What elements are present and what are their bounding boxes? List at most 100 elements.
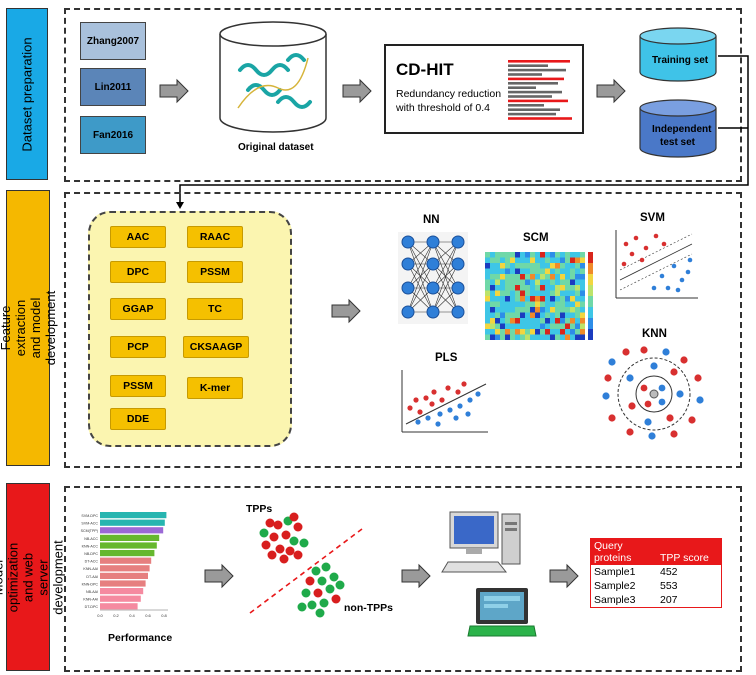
heatmap-cell xyxy=(550,323,555,329)
svm-point-red xyxy=(661,241,667,247)
heatmap-cell xyxy=(515,301,520,307)
heatmap-cell xyxy=(535,290,540,296)
heatmap-cell xyxy=(570,274,575,280)
heatmap-cell xyxy=(550,257,555,263)
heatmap-cell xyxy=(570,318,575,324)
heatmap-cell xyxy=(535,252,540,258)
knn-neighbor xyxy=(644,400,652,408)
heatmap-cell xyxy=(555,329,560,335)
heatmap-cell xyxy=(510,318,515,324)
svm-plot-icon xyxy=(615,230,698,299)
performance-bar xyxy=(100,603,138,610)
feature-label: PCP xyxy=(127,341,149,353)
heatmap-cell xyxy=(490,274,495,280)
tpp-point xyxy=(281,530,291,540)
heatmap-cell xyxy=(535,323,540,329)
desktop-computer-icon xyxy=(441,511,521,573)
heatmap-cell xyxy=(570,334,575,340)
pls-point-blue xyxy=(447,407,453,413)
nn-node xyxy=(426,281,440,295)
heatmap-cell xyxy=(490,323,495,329)
heatmap-cell xyxy=(550,334,555,340)
heatmap-cell xyxy=(500,257,505,263)
heatmap-cell xyxy=(540,307,545,313)
heatmap-cell xyxy=(565,268,570,274)
heatmap-cell xyxy=(540,301,545,307)
performance-bar-label: KNN-AAI xyxy=(83,567,98,571)
heatmap-cell xyxy=(575,307,580,313)
heatmap-cell xyxy=(495,301,500,307)
dataset-doc-1-label: Zhang2007 xyxy=(86,35,140,47)
knn-point xyxy=(650,362,658,370)
heatmap-cell xyxy=(525,334,530,340)
heatmap-cell xyxy=(490,279,495,285)
heatmap-cell xyxy=(530,285,535,291)
heatmap-cell xyxy=(485,290,490,296)
heatmap-cell xyxy=(550,290,555,296)
heatmap-cell xyxy=(500,285,505,291)
heatmap-cell xyxy=(580,290,585,296)
heatmap-cell xyxy=(495,290,500,296)
heatmap-cell xyxy=(570,290,575,296)
heatmap-cell xyxy=(545,263,550,269)
tpp-point xyxy=(279,554,289,564)
tpp-point xyxy=(261,540,271,550)
tpp-point xyxy=(273,520,283,530)
heatmap-cell xyxy=(495,263,500,269)
heatmap-cell xyxy=(510,312,515,318)
knn-point xyxy=(626,428,634,436)
pls-point-red xyxy=(407,405,413,411)
performance-bar xyxy=(100,534,160,541)
tpp-point xyxy=(289,512,299,522)
heatmap-cell xyxy=(520,296,525,302)
heatmap-cell xyxy=(495,334,500,340)
heatmap-cell xyxy=(495,252,500,258)
heatmap-cell xyxy=(560,301,565,307)
heatmap-cell xyxy=(580,334,585,340)
heatmap-colorbar xyxy=(588,307,593,318)
heatmap-cell xyxy=(555,263,560,269)
heatmap-cell xyxy=(530,296,535,302)
heatmap-cell xyxy=(515,268,520,274)
heatmap-cell xyxy=(565,257,570,263)
heatmap-cell xyxy=(485,268,490,274)
heatmap-cell xyxy=(555,307,560,313)
connector-line xyxy=(176,55,749,209)
heatmap-cell xyxy=(545,296,550,302)
heatmap-cell xyxy=(505,290,510,296)
svm-point-blue xyxy=(679,277,685,283)
heatmap-cell xyxy=(520,329,525,335)
non-tpp-point xyxy=(297,602,307,612)
knn-point xyxy=(688,416,696,424)
scm-label: SCM xyxy=(523,232,549,244)
svm-point-red xyxy=(633,235,639,241)
heatmap-cell xyxy=(550,274,555,280)
heatmap-cell xyxy=(505,274,510,280)
performance-bar-label: SCM(TPP) xyxy=(81,529,98,533)
performance-bar xyxy=(100,512,167,519)
heatmap-cell xyxy=(505,312,510,318)
heatmap-cell xyxy=(505,329,510,335)
heatmap-cell xyxy=(525,252,530,258)
heatmap-colorbar xyxy=(588,285,593,296)
knn-point xyxy=(608,414,616,422)
heatmap-cell xyxy=(555,285,560,291)
pls-point-blue xyxy=(453,415,459,421)
heatmap-cell xyxy=(560,323,565,329)
heatmap-cell xyxy=(495,268,500,274)
heatmap-cell xyxy=(540,257,545,263)
nn-node xyxy=(451,235,465,249)
heatmap-cell xyxy=(565,252,570,258)
heatmap-cell xyxy=(540,252,545,258)
heatmap-cell xyxy=(485,274,490,280)
heatmap-cell xyxy=(510,301,515,307)
nn-node xyxy=(401,257,415,271)
performance-tick-label: 0.4 xyxy=(129,613,135,618)
pls-plot-icon xyxy=(401,370,488,433)
heatmap-cell xyxy=(540,323,545,329)
heatmap-cell xyxy=(545,268,550,274)
nn-node xyxy=(451,305,465,319)
heatmap-cell xyxy=(490,252,495,258)
nn-edge xyxy=(432,263,459,313)
heatmap-cell xyxy=(580,268,585,274)
